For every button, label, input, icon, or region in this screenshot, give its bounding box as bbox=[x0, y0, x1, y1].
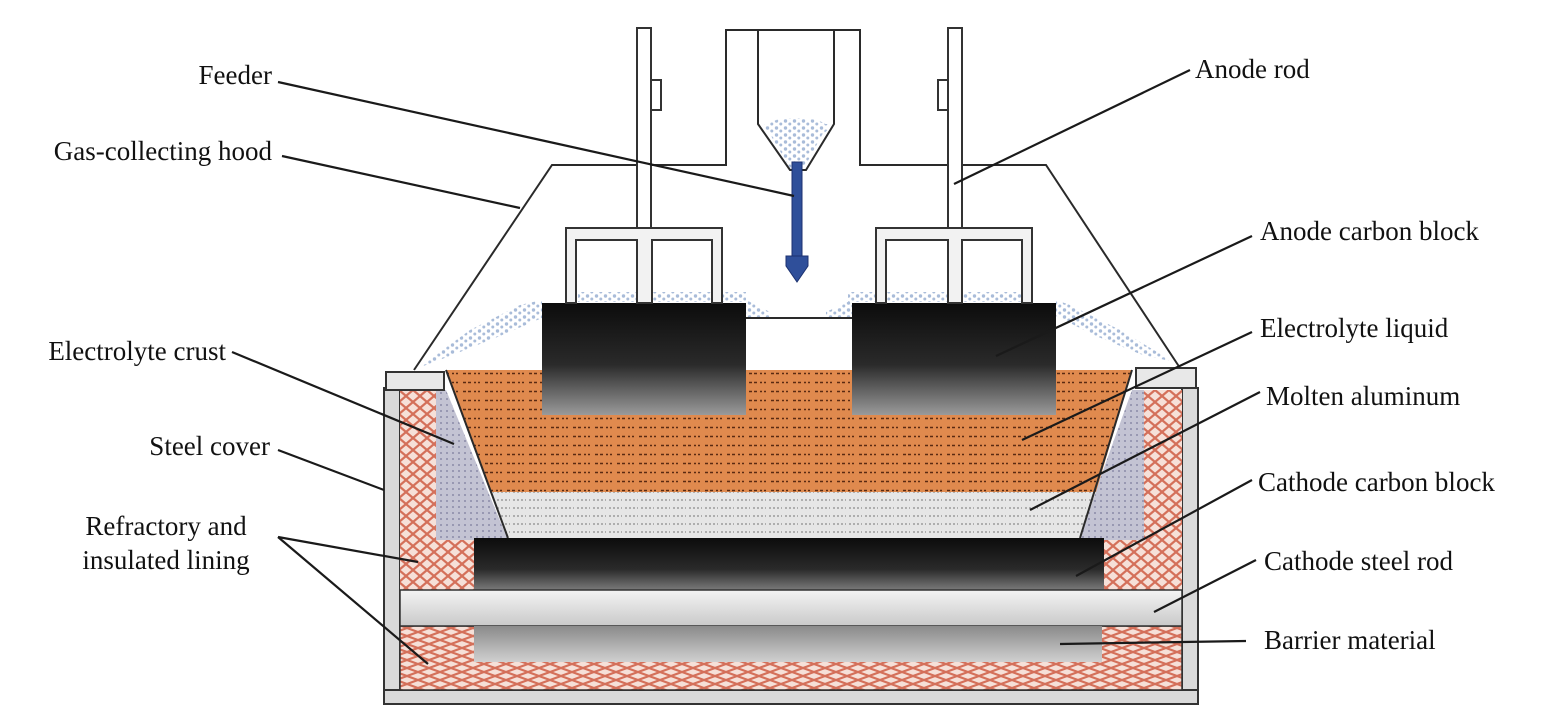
label-gas-collecting-hood: Gas-collecting hood bbox=[54, 136, 273, 166]
label-anode-rod: Anode rod bbox=[1195, 54, 1310, 84]
anode-carbon-block-right bbox=[852, 303, 1056, 415]
label-electrolyte-crust: Electrolyte crust bbox=[48, 336, 226, 366]
side-ledge-left bbox=[436, 390, 508, 540]
steel-shell-right bbox=[1181, 387, 1199, 705]
alumina-center-right bbox=[826, 300, 852, 318]
label-barrier-material: Barrier material bbox=[1264, 625, 1436, 655]
anode-rod-left bbox=[565, 27, 723, 304]
refractory-right-lower bbox=[1102, 540, 1146, 590]
alumina-right bbox=[1056, 300, 1174, 362]
label-electrolyte-liquid: Electrolyte liquid bbox=[1260, 313, 1449, 343]
leader-lines bbox=[231, 69, 1261, 665]
feeder bbox=[757, 30, 835, 283]
side-ledge-right bbox=[1078, 390, 1144, 540]
label-steel-cover: Steel cover bbox=[149, 431, 270, 461]
anode-rod-right bbox=[875, 27, 1033, 304]
anode-carbon-block-left bbox=[542, 303, 746, 415]
alumina-center-left bbox=[746, 300, 770, 318]
steel-cover-left bbox=[385, 371, 445, 391]
label-molten-aluminum: Molten aluminum bbox=[1266, 381, 1460, 411]
alumina-left bbox=[418, 300, 542, 368]
cathode-steel-rod bbox=[399, 589, 1183, 627]
alumina-on-anode-left bbox=[578, 292, 746, 302]
label-refractory-line1: Refractory and bbox=[85, 511, 247, 541]
label-refractory-line2: insulated lining bbox=[82, 545, 249, 575]
steel-shell-left bbox=[383, 387, 401, 705]
label-anode-carbon-block: Anode carbon block bbox=[1260, 216, 1479, 246]
alumina-on-anode-right bbox=[848, 292, 1028, 302]
label-cathode-carbon-block: Cathode carbon block bbox=[1258, 467, 1495, 497]
label-cathode-steel-rod: Cathode steel rod bbox=[1264, 546, 1453, 576]
gas-collecting-hood bbox=[413, 29, 1181, 371]
label-feeder: Feeder bbox=[199, 60, 272, 90]
steel-shell-bottom bbox=[383, 689, 1199, 705]
refractory-left-lower bbox=[400, 540, 476, 590]
molten-aluminum bbox=[490, 492, 1096, 538]
cathode-carbon-block bbox=[474, 538, 1104, 590]
steel-cover-right bbox=[1135, 367, 1197, 389]
barrier-material bbox=[474, 626, 1102, 662]
refractory-right bbox=[1144, 390, 1182, 590]
